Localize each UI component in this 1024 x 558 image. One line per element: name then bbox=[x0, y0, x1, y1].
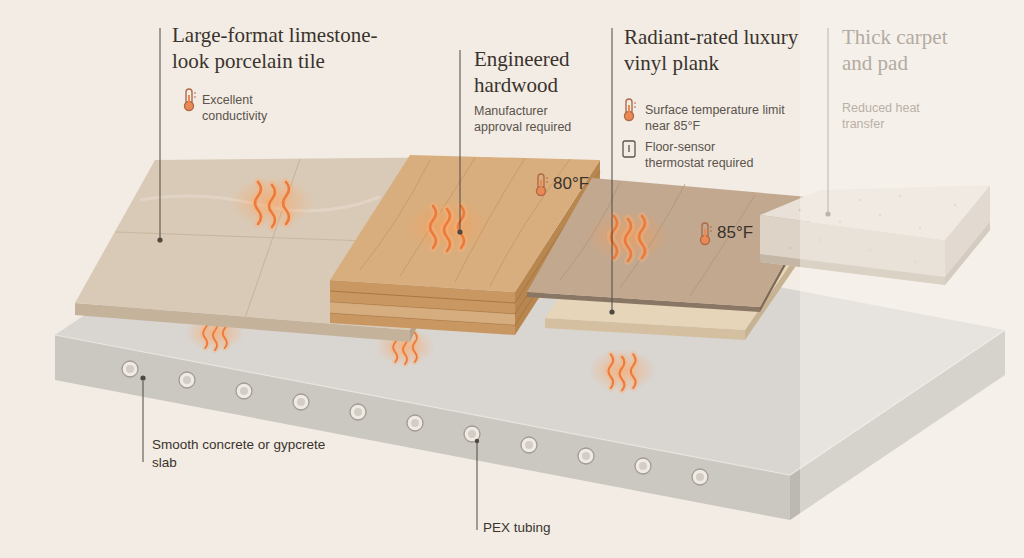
leader-lines bbox=[143, 28, 612, 530]
heat-waves bbox=[230, 176, 314, 228]
thermometer-icon bbox=[185, 89, 197, 111]
temperature-label: 80°F bbox=[553, 174, 589, 194]
material-heading: Thick carpet and pad bbox=[842, 24, 982, 77]
material-heading: Engineered hardwood bbox=[474, 46, 604, 99]
material-heading: Radiant-rated luxury vinyl plank bbox=[624, 24, 814, 77]
material-note: Excellent conductivity bbox=[202, 92, 294, 125]
heat-waves bbox=[588, 350, 655, 392]
fade-panel bbox=[800, 0, 1024, 558]
thermometer-icon bbox=[625, 99, 637, 121]
material-note: Floor-sensor thermostat required bbox=[645, 139, 777, 172]
leader-dots bbox=[140, 229, 614, 443]
thermometer-icon bbox=[537, 174, 549, 196]
part-label: PEX tubing bbox=[483, 519, 551, 537]
material-note: Manufacturer approval required bbox=[474, 103, 596, 136]
temperature-label: 85°F bbox=[717, 223, 753, 243]
leader-line bbox=[828, 28, 829, 212]
leader-dot bbox=[825, 211, 830, 216]
part-label: Smooth concrete or gypcrete slab bbox=[152, 436, 327, 472]
material-heading: Large-format limestone-look porcelain ti… bbox=[172, 22, 402, 75]
heat-waves bbox=[586, 210, 670, 262]
heat-waves bbox=[405, 200, 489, 252]
thermometer-icon bbox=[701, 223, 713, 245]
material-note: Reduced heat transfer bbox=[842, 100, 954, 133]
sensor-icon bbox=[623, 141, 635, 157]
material-note: Surface temperature limit near 85°F bbox=[645, 102, 785, 135]
